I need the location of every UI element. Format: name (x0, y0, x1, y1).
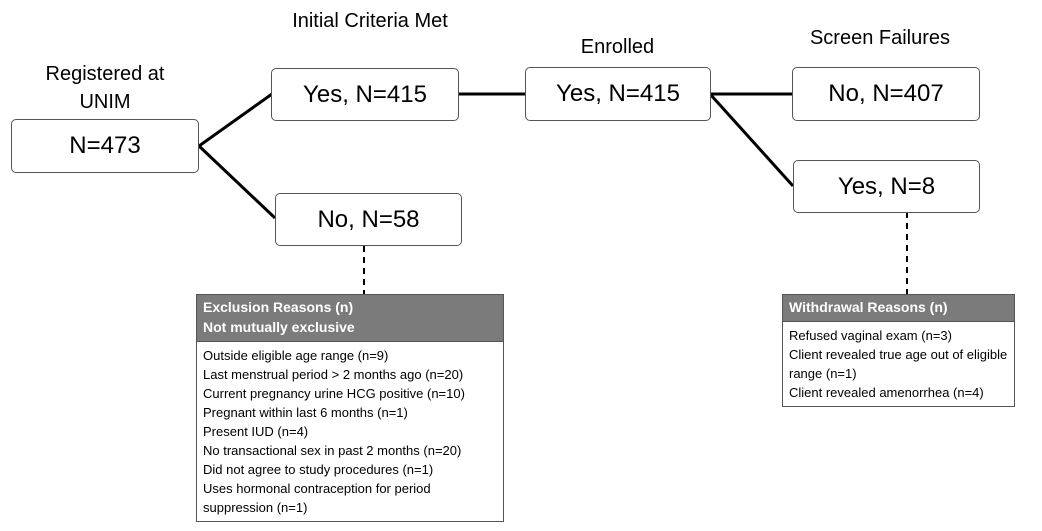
box-screen-fail-yes: Yes, N=8 (793, 160, 980, 213)
exclusion-reason-item: Last menstrual period > 2 months ago (n=… (203, 367, 464, 382)
box-registered: N=473 (11, 119, 199, 173)
box-criteria-yes: Yes, N=415 (271, 68, 459, 121)
connector-enrolled-to-fail-yes (708, 92, 795, 188)
exclusion-reasons-header: Exclusion Reasons (n) Not mutually exclu… (197, 295, 503, 342)
withdrawal-reason-item: Client revealed amenorrhea (n=4) (789, 385, 984, 400)
box-enrolled: Yes, N=415 (525, 67, 711, 121)
exclusion-reason-item: Outside eligible age range (n=9) (203, 348, 389, 363)
withdrawal-title: Withdrawal Reasons (n) (789, 299, 948, 315)
withdrawal-reasons-header: Withdrawal Reasons (n) (783, 295, 1014, 322)
withdrawal-reasons-list: Refused vaginal exam (n=3) Client reveal… (783, 322, 1014, 406)
exclusion-reasons-panel: Exclusion Reasons (n) Not mutually exclu… (196, 294, 504, 522)
box-screen-fail-no: No, N=407 (792, 67, 980, 121)
exclusion-reasons-list: Outside eligible age range (n=9) Last me… (197, 342, 503, 521)
withdrawal-reasons-panel: Withdrawal Reasons (n) Refused vaginal e… (782, 294, 1015, 407)
exclusion-reason-item: No transactional sex in past 2 months (n… (203, 443, 462, 458)
exclusion-reason-item: Pregnant within last 6 months (n=1) (203, 405, 408, 420)
exclusion-reason-item: Did not agree to study procedures (n=1) (203, 462, 434, 477)
connector-registered-to-no (197, 144, 277, 220)
exclusion-reason-item: Current pregnancy urine HCG positive (n=… (203, 386, 465, 401)
withdrawal-reason-item: Refused vaginal exam (n=3) (789, 328, 952, 343)
box-criteria-no: No, N=58 (275, 193, 462, 246)
exclusion-reason-item: Uses hormonal contraception for period s… (203, 481, 431, 515)
heading-initial-criteria: Initial Criteria Met (292, 10, 448, 32)
exclusion-title-line1: Exclusion Reasons (n) (203, 299, 354, 315)
heading-enrolled: Enrolled (580, 36, 655, 58)
exclusion-title-line2: Not mutually exclusive (203, 319, 355, 335)
connector-registered-to-yes (198, 92, 273, 148)
heading-screen-failures: Screen Failures (809, 27, 951, 49)
withdrawal-reason-item: Client revealed true age out of eligible… (789, 347, 1008, 381)
exclusion-reason-item: Present IUD (n=4) (203, 424, 309, 439)
heading-registered: Registered at UNIM (45, 63, 165, 113)
